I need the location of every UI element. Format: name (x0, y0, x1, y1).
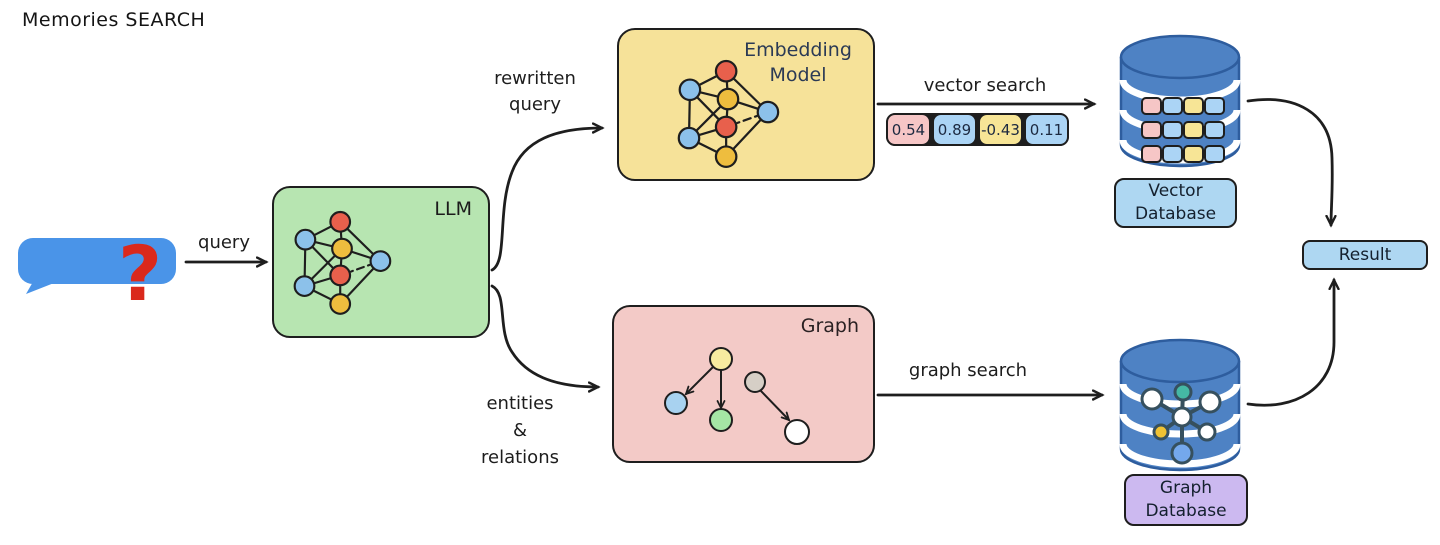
embedding-model-label: Embedding Model (744, 39, 852, 86)
vector-value-chip: 0.54 (886, 113, 931, 146)
vector-value-chip: -0.43 (978, 113, 1023, 146)
llm-label: LLM (434, 198, 472, 220)
graph-label: Graph (800, 315, 859, 337)
result-label: Result (1338, 244, 1392, 265)
entities-relations-label: entities & relations (481, 393, 559, 468)
query-label: query (198, 232, 250, 253)
llm-node: LLM (272, 186, 490, 338)
neural-network-icon (293, 210, 392, 315)
question-mark-icon: ? (118, 229, 163, 318)
vector-value-chip: 0.89 (932, 113, 977, 146)
graph-database-icon (1119, 338, 1241, 472)
result-node: Result (1302, 240, 1428, 270)
vector-database-label: Vector Database (1114, 178, 1237, 228)
embedding-model-node: Embedding Model (617, 28, 875, 181)
vector-database-icon (1119, 34, 1241, 168)
entities-relations-arrow (490, 284, 598, 387)
rewritten-query-arrow (490, 128, 602, 272)
diagram-title: Memories SEARCH (22, 9, 206, 31)
graph-search-label: graph search (908, 360, 1028, 381)
graph-database-label: Graph Database (1124, 474, 1248, 526)
neural-network-icon (677, 59, 780, 168)
vector-db-to-result-arrow (1246, 98, 1332, 225)
graph-db-to-result-arrow (1246, 280, 1334, 407)
directed-graph-icon (664, 347, 810, 445)
vector-search-label: vector search (923, 75, 1047, 96)
graph-node: Graph (612, 305, 875, 463)
rewritten-query-label: rewritten query (494, 68, 576, 116)
vector-value-chip: 0.11 (1024, 113, 1069, 146)
chat-bubble-icon (18, 238, 176, 294)
vector-values: 0.54 0.89 -0.43 0.11 (886, 113, 1069, 146)
